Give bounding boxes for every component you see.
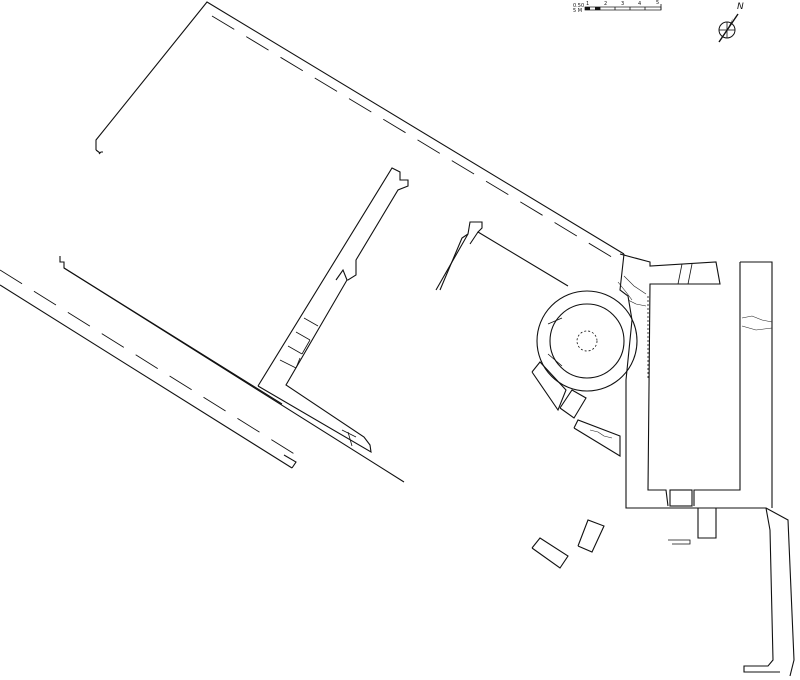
north-arrow-icon: N	[718, 2, 744, 43]
scale-label-4: 4	[638, 1, 641, 7]
scale-bar: 0.50 5 M 1 2 3 4 5	[573, 0, 662, 14]
central-wall	[257, 167, 409, 454]
scale-label-5: 5	[656, 0, 659, 6]
tower-wall-north	[435, 221, 569, 291]
scale-unit-label: 0.50	[573, 3, 584, 9]
scale-label-2: 2	[604, 1, 607, 7]
eastern-structure	[617, 253, 795, 677]
tower-fragments	[531, 361, 621, 457]
west-parallel-walls	[0, 256, 405, 483]
round-tower	[536, 290, 638, 392]
southern-fragments	[531, 519, 691, 569]
scale-label-0: 1	[586, 1, 589, 7]
scale-sub-label: 5 M	[573, 8, 582, 14]
outer-boundary-wall	[95, 1, 625, 263]
north-label: N	[737, 2, 744, 12]
scale-label-3: 3	[621, 1, 624, 7]
